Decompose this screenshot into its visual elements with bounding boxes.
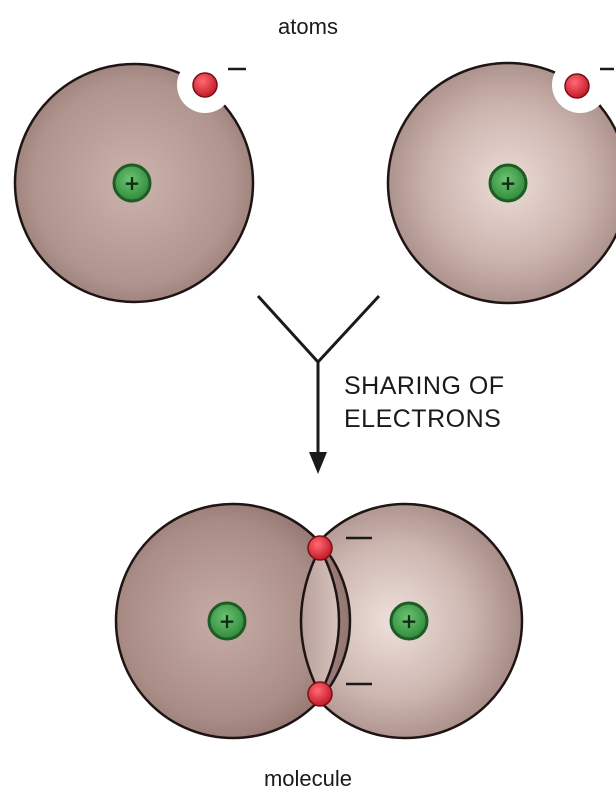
arrow-head bbox=[309, 452, 327, 474]
molecule: + + bbox=[116, 504, 522, 738]
process-label-line1: SHARING OF bbox=[344, 370, 505, 403]
process-label: SHARING OF ELECTRONS bbox=[344, 370, 505, 436]
nucleus-charge-sign: + bbox=[124, 171, 141, 195]
molecule-nucleus-right: + bbox=[391, 603, 427, 639]
nucleus-charge-sign: + bbox=[219, 609, 236, 633]
atom-left: + bbox=[15, 57, 253, 302]
process-label-line2: ELECTRONS bbox=[344, 403, 505, 436]
molecule-nucleus-left: + bbox=[209, 603, 245, 639]
nucleus-left: + bbox=[114, 165, 150, 201]
nucleus-right: + bbox=[490, 165, 526, 201]
molecule-label: molecule bbox=[0, 766, 616, 792]
shared-electron-top bbox=[308, 536, 332, 560]
nucleus-charge-sign: + bbox=[500, 171, 517, 195]
nucleus-charge-sign: + bbox=[401, 609, 418, 633]
electron-right bbox=[565, 74, 589, 98]
atom-right: + bbox=[388, 57, 616, 303]
electron-left bbox=[193, 73, 217, 97]
shared-electron-bottom bbox=[308, 682, 332, 706]
